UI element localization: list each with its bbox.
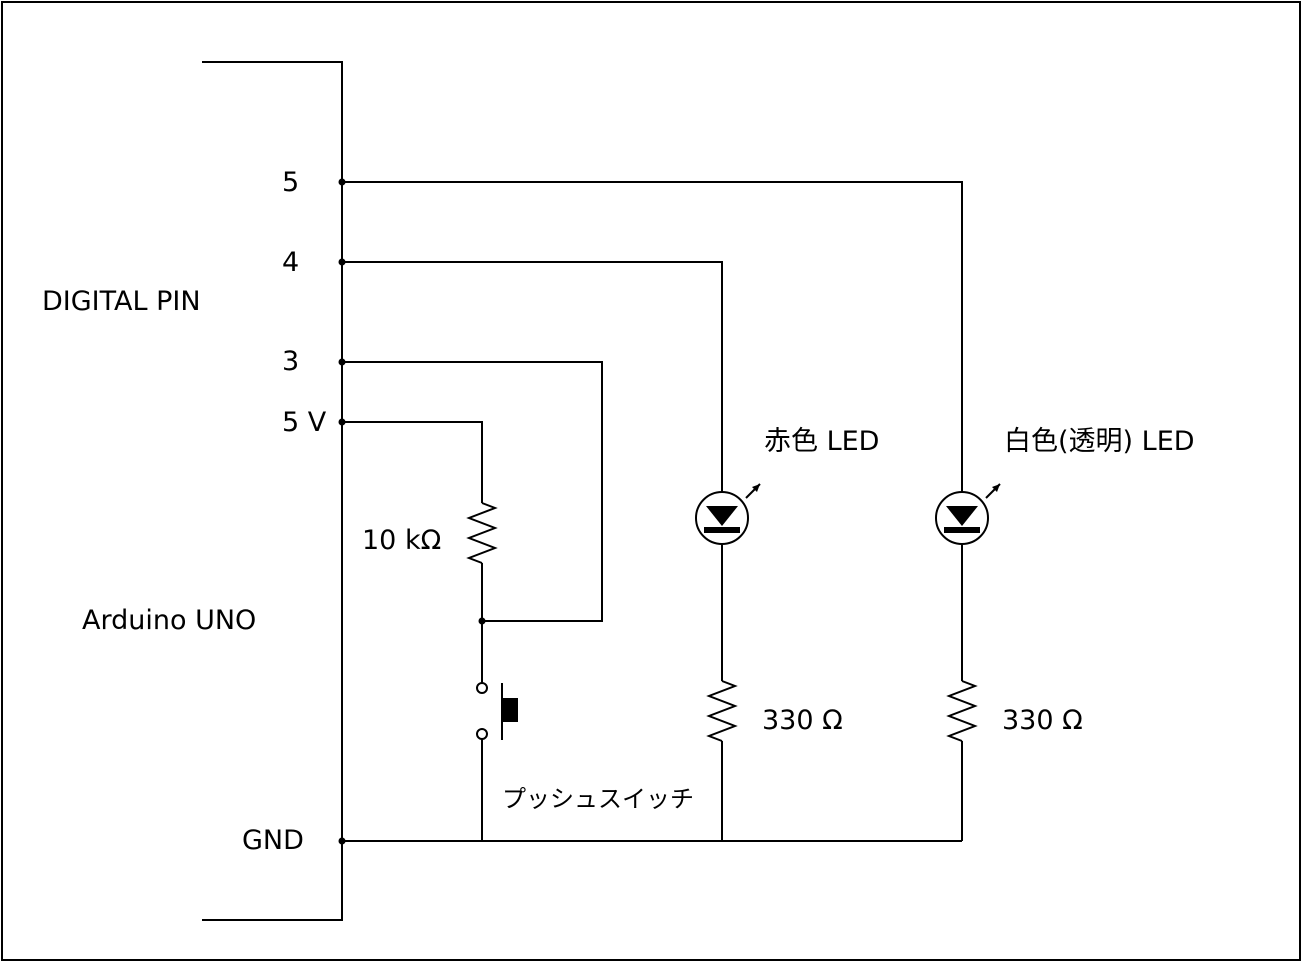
- push-switch-label: プッシュスイッチ: [502, 785, 694, 813]
- pin-5v-label: 5 V: [282, 407, 327, 438]
- arduino-uno-label: Arduino UNO: [82, 605, 256, 636]
- red-led-resistor-label: 330 Ω: [762, 705, 843, 736]
- wire-pin4: [342, 261, 723, 498]
- digital-pin-label: DIGITAL PIN: [42, 286, 201, 317]
- white-led-resistor-label: 330 Ω: [1002, 705, 1083, 736]
- white-led-label: 白色(透明) LED: [1004, 426, 1195, 457]
- red-led-symbol: [695, 483, 761, 545]
- pin-3-label: 3: [282, 346, 299, 377]
- pin-5-label: 5: [282, 167, 299, 198]
- red-led-resistor: [706, 680, 738, 742]
- wire-5v: [342, 421, 483, 503]
- wire-pin3: [342, 361, 603, 622]
- switch-junction-node: [478, 617, 486, 625]
- red-led-label: 赤色 LED: [764, 426, 879, 457]
- pin-gnd-label: GND: [242, 825, 304, 856]
- pullup-resistor: [466, 502, 498, 564]
- push-switch: [476, 682, 518, 740]
- white-led-resistor: [946, 680, 978, 742]
- pullup-resistor-label: 10 kΩ: [362, 525, 441, 556]
- arduino-board-outline: [202, 61, 343, 921]
- wire-pin5: [342, 181, 963, 498]
- pin-4-label: 4: [282, 247, 299, 278]
- white-led-symbol: [935, 483, 1001, 545]
